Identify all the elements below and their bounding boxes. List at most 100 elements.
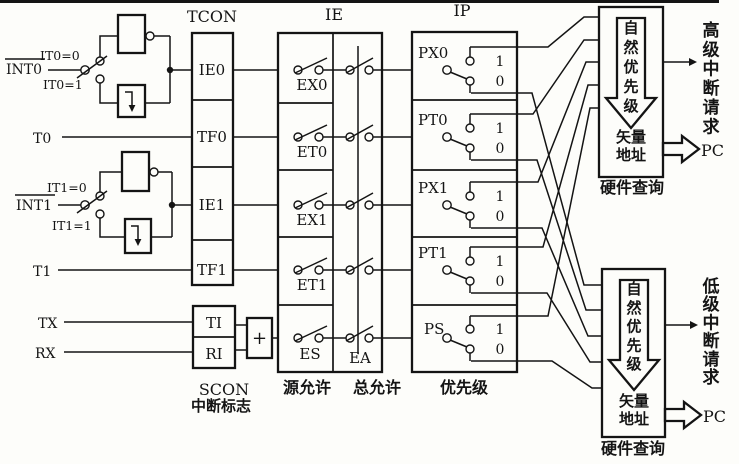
arrowhead-icon [690,321,698,329]
low-pc-arrow-icon [663,399,703,431]
pt0-pivot [442,132,452,142]
wire [471,92,602,286]
int0-switch-arm [76,55,108,79]
ie-switch-et1: ET1 [297,276,328,294]
it0-level-label: IT0=0 [40,48,80,63]
high-priority-block: 自然优先级 矢量地址 硬件查询 高级中断请求 PC [597,5,724,197]
pt1-selector-arm [449,271,468,280]
tcon-cell-tf1: TF1 [197,261,227,279]
priority-1-label: 1 [496,189,505,205]
pt1-high-contact [465,256,475,266]
high-block-box [597,5,665,179]
tcon-cell-tf0: TF0 [197,128,227,146]
high-hardware-query: 硬件查询 [600,178,664,197]
wire [99,171,122,192]
low-hardware-query: 硬件查询 [601,439,665,458]
ea-contact [364,65,374,75]
wire [470,84,599,248]
pt0-selector-arm [449,138,468,147]
or-gate [245,316,274,360]
ea-switch-arm [345,325,374,342]
ex0-contact [314,65,324,75]
pt1-pivot [442,265,452,275]
scon-register: TI RI + SCON 中断标志 [191,304,294,415]
ip-register: PX0 1 0 PT0 1 0 PX1 1 0 PT1 1 0 [410,30,519,374]
int1-switch-arm [76,190,108,214]
priority-0-label: 0 [496,74,505,90]
high-pc-label: PC [701,141,724,160]
ie-caption-global: 总允许 [353,378,401,397]
int1-inverter-bubble [149,167,159,177]
px0-pivot [442,65,452,75]
priority-1-label: 1 [496,254,505,270]
wire [470,16,599,48]
ip-switch-ps: PS [424,320,444,338]
pt1-low-contact [465,276,475,286]
ie-caption-source: 源允许 [283,378,331,397]
rx-label: RX [35,346,56,362]
ex1-contact [314,200,324,210]
int0-level-trigger-box [116,13,147,55]
tcon-cell-ie1: IE1 [199,196,225,214]
es-contact [314,333,324,343]
natural-priority-arrow-icon [606,278,662,392]
ip-switch-px0: PX0 [418,44,448,62]
ie-switch-es: ES [299,345,320,363]
scan-border-top [0,0,719,3]
ie-register: EX0 ET0 EX1 ET1 ES EA [276,31,384,374]
wire [471,159,602,311]
int0-input-circuit: INT0 IT0=0 IT0=1 [5,13,192,119]
int0-edge-trigger-box [116,83,147,119]
high-priority-arrow-text: 自然优先级 [623,19,639,115]
ps-pivot [442,333,452,343]
falling-edge-arrowhead-icon [134,239,142,246]
it1-level-label: IT1=0 [47,180,87,195]
ip-title: IP [453,1,470,20]
wire [470,107,599,317]
px0-selector-arm [449,71,468,80]
ps-low-contact [465,344,475,354]
priority-1-label: 1 [496,121,505,137]
priority-0-label: 0 [496,141,505,157]
low-priority-wires [471,92,602,389]
scon-name: SCON [199,380,249,399]
scon-cell-ri: RI [205,345,222,363]
or-gate-label: + [252,328,267,349]
wire [471,227,602,337]
ps-high-contact [465,324,475,334]
priority-0-label: 0 [496,274,505,290]
ie-switch-et0: ET0 [297,143,328,161]
high-priority-wires [470,16,599,317]
natural-priority-arrow-icon [603,16,659,130]
ea-contact [364,265,374,275]
ea-contact [364,132,374,142]
pt0-high-contact [465,123,475,133]
px1-low-contact [465,211,475,221]
int1-input-circuit: INT1 IT1=0 IT1=1 [15,150,192,255]
priority-1-label: 1 [496,54,505,70]
int0-edge-contact [95,74,105,84]
t0-label: T0 [33,131,51,147]
wire [470,39,599,115]
ea-switch-arm [345,257,374,274]
ea-switch-arm [345,57,374,74]
tx-label: TX [38,316,57,332]
tcon-box [190,31,235,287]
tcon-cell-ie0: IE0 [199,61,225,79]
ie-switch-ex1: EX1 [296,211,327,229]
low-pc-label: PC [703,407,726,426]
arrowhead-icon [689,58,697,66]
pt0-low-contact [465,143,475,153]
px1-selector-arm [449,206,468,215]
px1-pivot [442,200,452,210]
int1-switch-pivot [80,200,90,210]
ex0-switch-arm [294,57,328,74]
et1-contact [314,265,324,275]
ex1-switch-arm [294,192,328,209]
ea-contact [364,333,374,343]
int0-inverter-bubble [145,31,155,41]
ie-title: IE [325,5,343,24]
int1-edge-contact [95,209,105,219]
tcon-register: IE0 TF0 IE1 TF1 [190,31,235,287]
